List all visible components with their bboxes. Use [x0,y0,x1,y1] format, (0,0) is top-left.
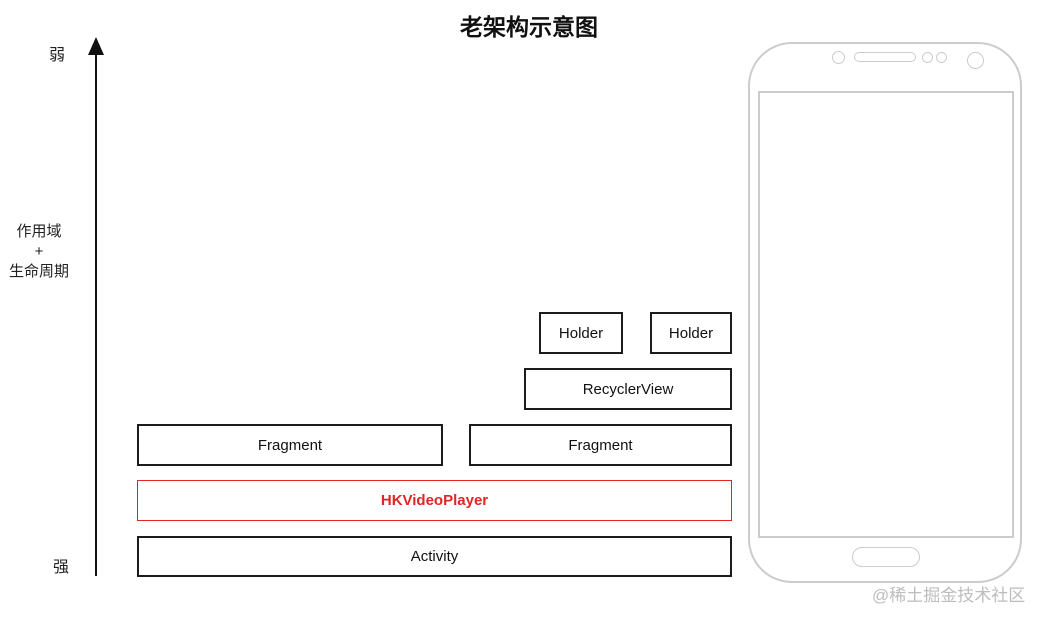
box-fragment-right: Fragment [469,424,732,466]
axis-arrowhead-icon [88,37,104,55]
box-holder-right: Holder [650,312,732,354]
box-activity: Activity [137,536,732,577]
axis-label-weak: 弱 [48,47,65,64]
axis-label-lifecycle: 生命周期 [8,263,69,280]
phone-home-button-icon [852,547,920,567]
axis-line [95,52,97,576]
box-recyclerview: RecyclerView [524,368,732,410]
axis-label-scope-lifecycle: 作用域 + 生命周期 [2,222,76,282]
phone-sensor-icon [832,51,845,64]
phone-dot-icon [922,52,933,63]
box-fragment-left: Fragment [137,424,443,466]
phone-screen [758,91,1014,538]
box-holder-left: Holder [539,312,623,354]
phone-speaker-icon [854,52,916,62]
axis-label-scope: 作用域 [16,223,62,240]
phone-illustration [748,42,1022,583]
box-hkvideoplayer: HKVideoPlayer [137,480,732,521]
axis-label-plus: + [34,243,44,260]
axis-label-strong: 强 [52,559,69,576]
diagram-title: 老架构示意图 [460,14,598,40]
phone-dot-icon [936,52,947,63]
watermark: @稀土掘金技术社区 [872,586,1026,605]
phone-camera-icon [967,52,984,69]
